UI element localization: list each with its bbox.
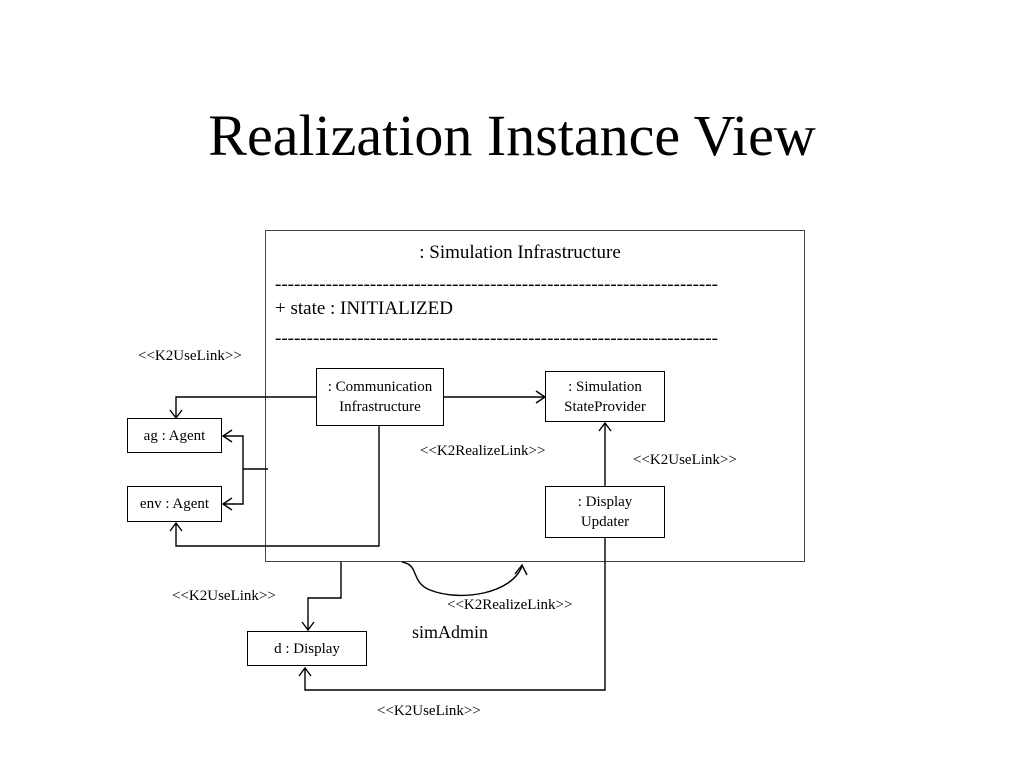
display-box: d : Display [247,631,367,666]
page-title: Realization Instance View [208,103,816,168]
comm-to-env-arrowhead [169,521,183,532]
updater-to-display-arrowhead [298,666,312,677]
display-updater-line2: Updater [580,514,630,530]
k2uselink-label-agents: <<K2UseLink>> [138,348,242,364]
communication-infrastructure-line1: : Communication [327,379,433,395]
comm-to-ag-line [175,396,316,418]
env-agent-box: env : Agent [127,486,222,522]
k2uselink-label-bottom: <<K2UseLink>> [377,703,481,719]
display-label: d : Display [274,640,340,657]
ag-arrowhead [221,429,233,443]
realize-curve-arrowhead [514,563,528,576]
display-updater-box: : Display Updater [545,486,665,538]
env-arrowhead [221,497,233,511]
communication-infrastructure-line2: Infrastructure [339,399,421,415]
simulation-state-provider-line2: StateProvider [564,398,646,415]
simulation-state-provider-line1: : Simulation [568,378,642,395]
k2realizelink-label-outer: <<K2RealizeLink>> [447,597,573,613]
simulation-infrastructure-box [265,230,805,562]
display-updater-line1: : Display [577,494,633,510]
sim-admin-label: simAdmin [412,622,489,642]
env-agent-label: env : Agent [139,496,210,512]
infra-to-display-arrowhead [301,621,315,632]
k2realizelink-label-inner: <<K2RealizeLink>> [420,443,546,459]
compartment-separator-top: ----------------------------------------… [275,275,718,295]
comm-to-env-line [175,426,380,547]
realize-curve [401,561,523,597]
k2uselink-label-updater: <<K2UseLink>> [633,452,737,468]
state-attribute: + state : INITIALIZED [275,298,453,319]
infra-to-display-line [307,562,342,630]
k2uselink-label-display: <<K2UseLink>> [172,588,276,604]
communication-infrastructure-box: : Communication Infrastructure [316,368,444,426]
compartment-separator-bottom: ----------------------------------------… [275,329,718,349]
agent-bracket [224,435,244,505]
updater-to-provider-arrowhead [598,421,612,432]
updater-to-display-line [304,537,606,691]
simulation-state-provider-box: : Simulation StateProvider [545,371,665,422]
ag-agent-box: ag : Agent [127,418,222,453]
simulation-infrastructure-name: : Simulation Infrastructure [419,242,621,263]
ag-agent-label: ag : Agent [143,427,206,444]
